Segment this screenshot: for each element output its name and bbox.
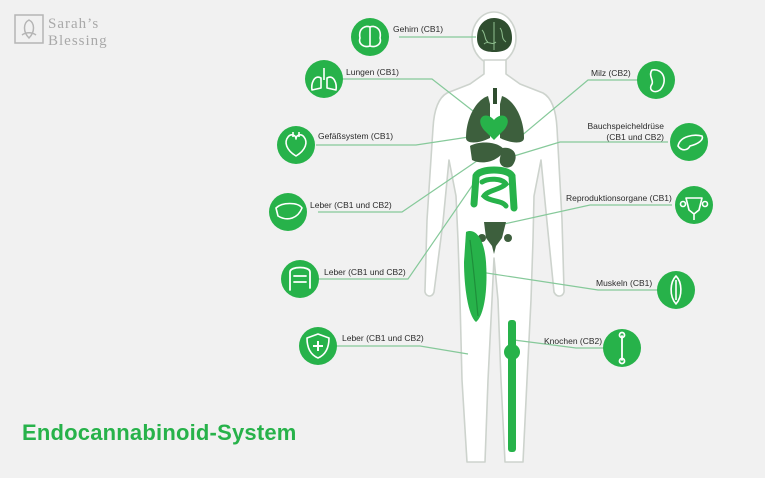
label-spleen: Milz (CB2) bbox=[591, 68, 631, 78]
label-reproductive: Reproduktionsorgane (CB1) bbox=[566, 193, 672, 203]
brand-name-line-1: Sarah’s bbox=[48, 16, 100, 32]
body-reproductive bbox=[478, 222, 512, 254]
icon-brain bbox=[351, 18, 389, 56]
label-pancreas-line-1: Bauchspeicheldrüse bbox=[587, 121, 664, 131]
icon-heart bbox=[277, 126, 315, 164]
label-pancreas-line-2: (CB1 und CB2) bbox=[606, 132, 664, 142]
label-vessels: Gefäßsystem (CB1) bbox=[318, 131, 394, 141]
icon-intestine bbox=[281, 260, 319, 298]
icon-bone bbox=[603, 329, 641, 367]
brand-name-line-2: Blessing bbox=[48, 33, 108, 49]
icon-reproductive bbox=[675, 186, 713, 224]
liver-icon bbox=[275, 202, 303, 220]
shield-cross-icon bbox=[306, 333, 330, 359]
label-liver: Leber (CB1 und CB2) bbox=[310, 200, 392, 210]
pancreas-icon bbox=[677, 134, 704, 151]
icon-spleen bbox=[637, 61, 675, 99]
body-intestines bbox=[470, 166, 518, 212]
icon-lungs bbox=[305, 60, 343, 98]
spleen-icon bbox=[649, 69, 665, 93]
heart-icon bbox=[285, 132, 307, 157]
label-brain: Gehirn (CB1) bbox=[393, 24, 444, 34]
body-liver bbox=[470, 142, 504, 163]
body-lungs bbox=[466, 88, 524, 143]
uterus-icon bbox=[679, 197, 709, 220]
intestine-icon bbox=[289, 266, 311, 291]
muscle-icon bbox=[670, 275, 682, 305]
icon-liver bbox=[269, 193, 307, 231]
brain-icon bbox=[358, 25, 382, 48]
body-leg-bone bbox=[504, 320, 520, 452]
body-heart bbox=[480, 115, 508, 140]
label-bones: Knochen (CB2) bbox=[544, 336, 603, 346]
body-thigh-muscle bbox=[464, 231, 487, 322]
bone-icon bbox=[618, 331, 626, 365]
body-brain bbox=[477, 18, 512, 52]
body-stomach bbox=[499, 147, 516, 168]
label-lungs: Lungen (CB1) bbox=[346, 67, 399, 77]
icon-pancreas bbox=[670, 123, 708, 161]
connector-lines bbox=[316, 36, 672, 355]
icon-muscle bbox=[657, 271, 695, 309]
label-intestine: Leber (CB1 und CB2) bbox=[324, 267, 406, 277]
page-title: Endocannabinoid-System bbox=[22, 420, 297, 445]
lungs-icon bbox=[311, 68, 337, 91]
icon-immune bbox=[299, 327, 337, 365]
brand-mark-icon bbox=[14, 14, 44, 44]
brand-logo: Sarah’s Blessing bbox=[14, 12, 124, 60]
label-immune: Leber (CB1 und CB2) bbox=[342, 333, 424, 343]
label-muscles: Muskeln (CB1) bbox=[596, 278, 653, 288]
